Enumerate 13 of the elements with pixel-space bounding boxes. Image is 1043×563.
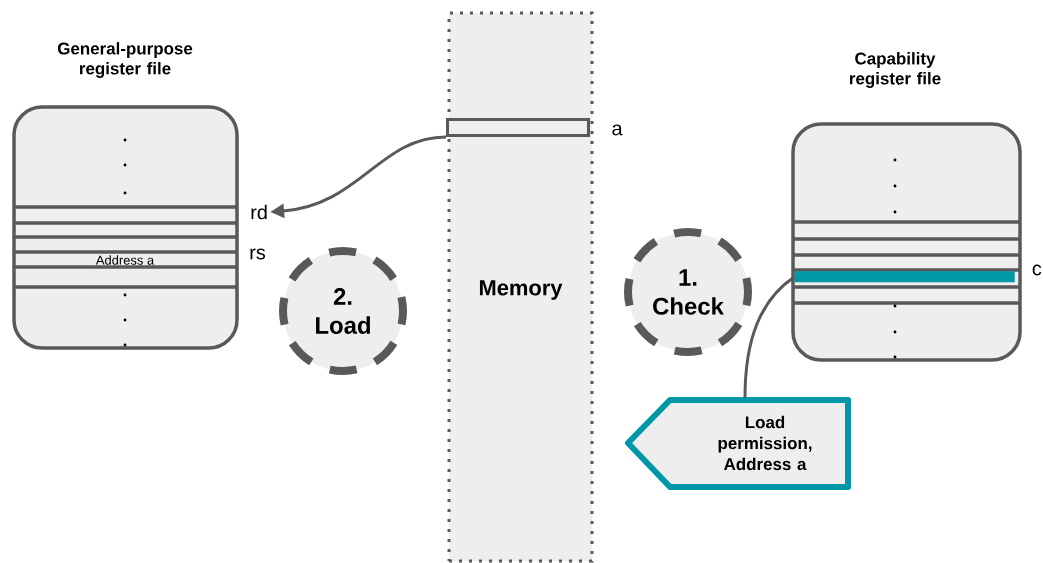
memory-slot	[446, 118, 590, 137]
register-name: rd	[251, 204, 267, 220]
slot-label: a	[612, 124, 623, 136]
heading: General-purpose register file	[57, 42, 193, 78]
register-value: Address a	[95, 255, 155, 265]
highlighted-register	[794, 271, 1015, 283]
register-name: c	[1032, 264, 1042, 276]
connector	[743, 275, 796, 398]
register-file	[791, 122, 1022, 362]
memory-band: Memory	[447, 11, 594, 563]
heading: Capability register file	[850, 52, 941, 88]
register-name: rs	[250, 248, 266, 260]
register-file	[12, 105, 239, 350]
